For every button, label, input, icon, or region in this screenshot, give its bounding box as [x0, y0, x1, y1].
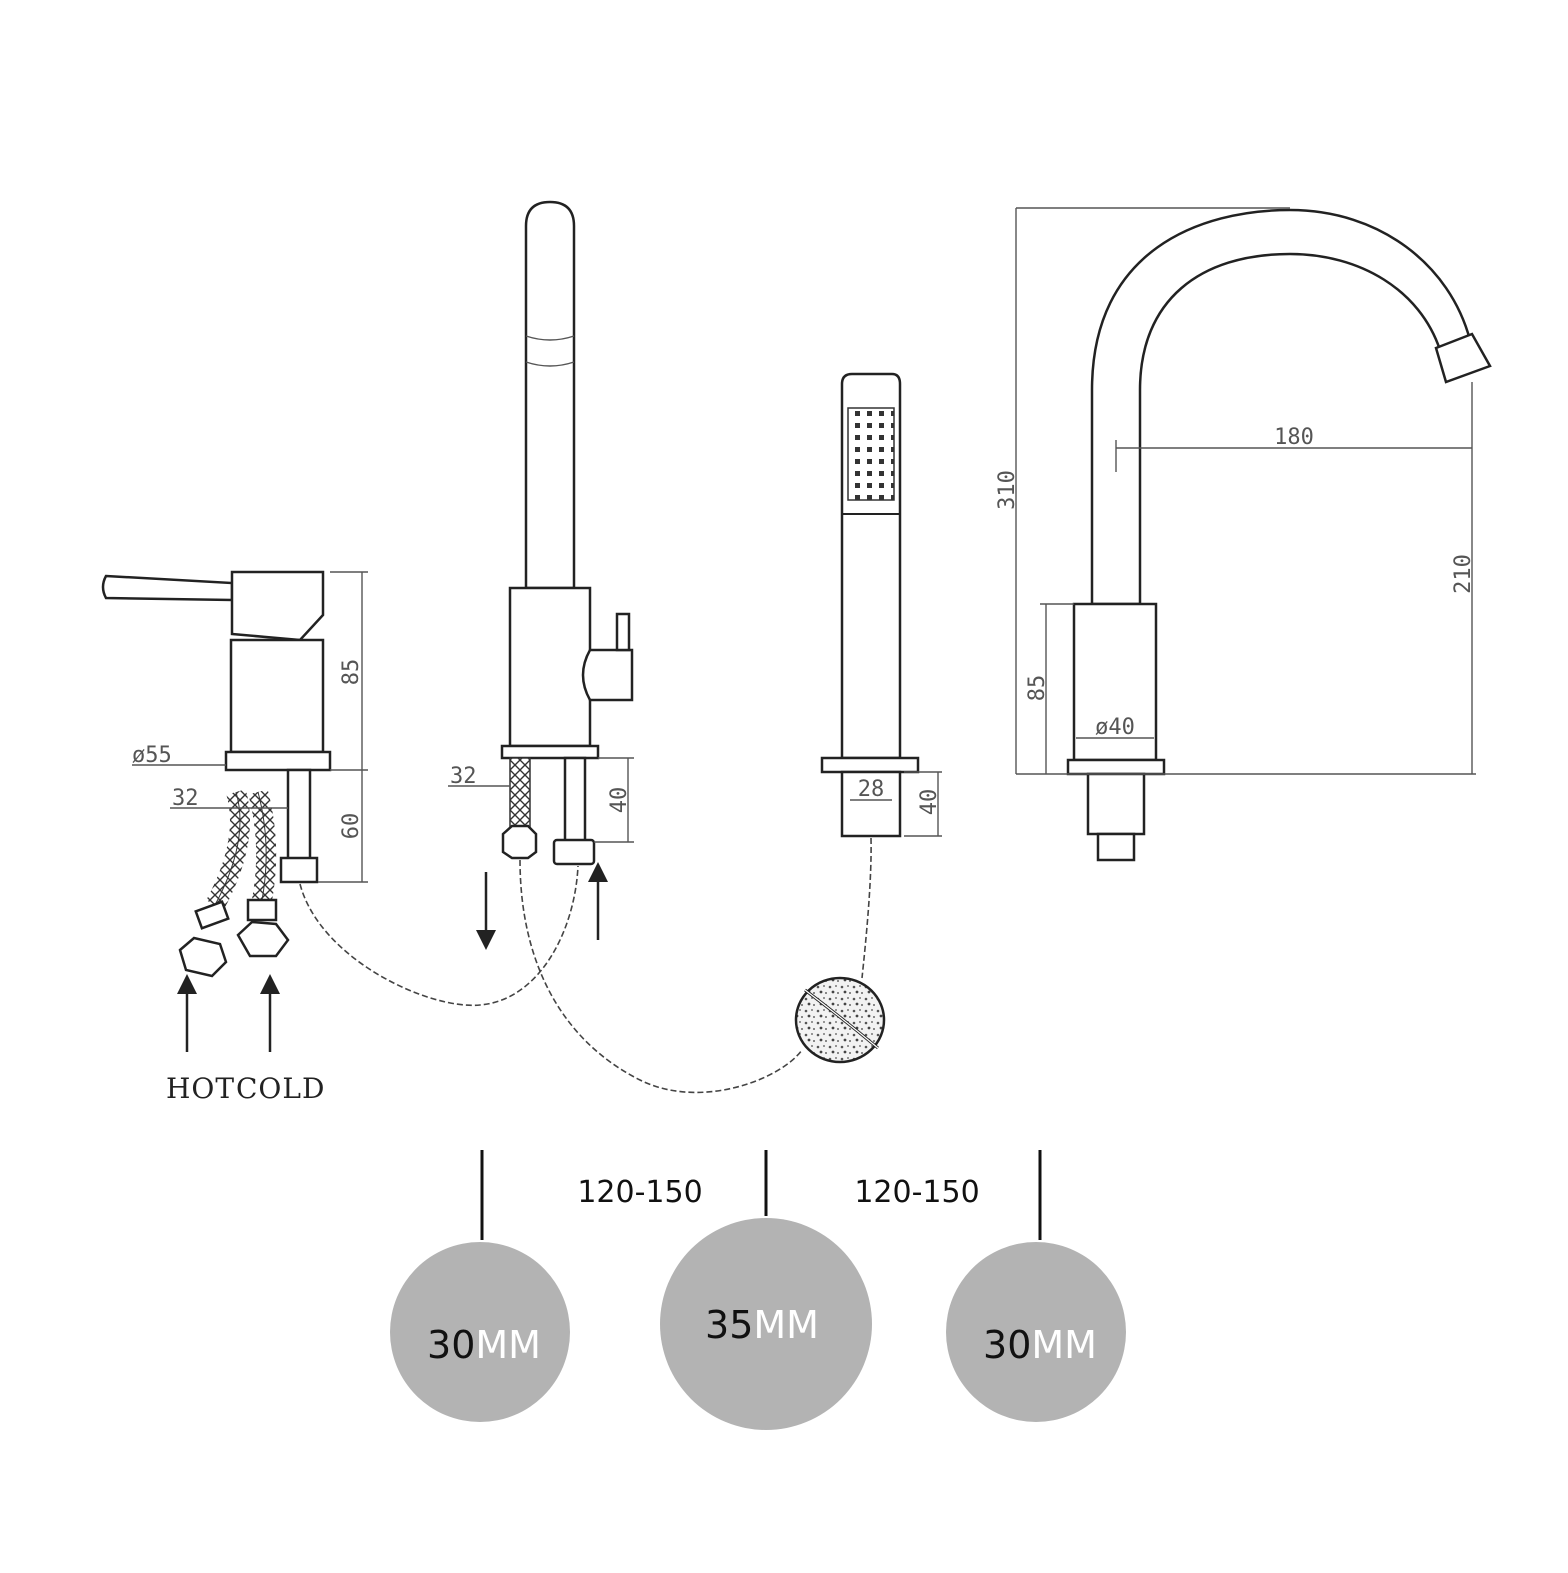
diverter-offset-label: 32 [450, 764, 477, 789]
handshower-tail [840, 770, 902, 838]
hole-1-unit: MM [475, 1323, 541, 1367]
cold-hose-nut [236, 898, 290, 958]
spout-outlet-height-label: 210 [1451, 554, 1476, 594]
mixer-tail-label: 60 [339, 813, 364, 840]
hot-hose-nut [178, 900, 230, 978]
spout-body-height-label: 85 [1025, 675, 1050, 702]
mixer-base [224, 750, 332, 772]
spout-total-height-label: 310 [995, 470, 1020, 510]
hole-1-label: 30MM [427, 1323, 541, 1367]
hole-2-label: 35MM [705, 1303, 819, 1347]
diverter-tail-nut-right [552, 838, 596, 866]
mixer-tap: HOT COLD 85 60 ø55 32 [101, 570, 368, 1105]
mixer-head [230, 570, 325, 642]
mixer-body [229, 638, 325, 754]
diverter-pin [615, 612, 631, 652]
hole-2-circle [660, 1218, 872, 1430]
hole-1-circle [390, 1242, 570, 1422]
mixer-lever [101, 574, 234, 602]
hot-hose-edge [214, 791, 241, 906]
mixer-offset-label: 32 [172, 786, 199, 811]
spout-base [1066, 758, 1166, 776]
diverter-valve: 32 40 [448, 200, 634, 950]
diverter-body [508, 586, 592, 748]
handshower-tail-label: 40 [917, 789, 942, 816]
hole-2-size: 35 [705, 1303, 753, 1347]
spout-diameter-label: ø40 [1095, 715, 1135, 740]
diverter-knob [581, 648, 634, 702]
diverter-tail-nut-left [501, 824, 538, 860]
handshower-width-label: 28 [858, 777, 885, 802]
diverter-braided-tail [509, 757, 531, 835]
cold-hose-edge [257, 791, 267, 901]
hot-label: HOT [166, 1072, 235, 1105]
hole-3-label: 30MM [983, 1323, 1097, 1367]
handshower-nozzle-grid [847, 407, 895, 501]
spout-tail [1086, 772, 1146, 836]
spout-outlet [1434, 332, 1492, 384]
hot-hose [206, 789, 250, 910]
diverter-tail-label: 40 [607, 787, 632, 814]
hole-3-unit: MM [1031, 1323, 1097, 1367]
shower-hose-drop [861, 837, 872, 979]
bath-spout: 310 85 210 180 ø40 [995, 207, 1492, 862]
mixer-to-diverter-hose [299, 865, 579, 1007]
hole-3-size: 30 [983, 1323, 1031, 1367]
hole-spacing-2-label: 120-150 [854, 1175, 979, 1210]
mixer-height-label: 85 [339, 659, 364, 686]
spout-tail-end [1096, 832, 1136, 862]
diverter-to-shower-hose [519, 859, 803, 1094]
spout-neck [1090, 208, 1472, 606]
cold-label: COLD [236, 1072, 325, 1105]
hole-3-circle [946, 1242, 1126, 1422]
hole-2-unit: MM [753, 1303, 819, 1347]
diverter-base [500, 744, 600, 760]
hose-counterweight [794, 976, 886, 1064]
hand-shower: 28 40 [794, 372, 942, 1064]
installation-holes: 120-150 120-150 30MM 35MM 30MM [390, 1150, 1126, 1430]
diverter-tail-right [563, 756, 587, 844]
diverter-pillar-ring [525, 335, 575, 367]
mixer-tail-nut [279, 856, 319, 884]
handshower-holder [820, 756, 920, 774]
hole-spacing-1-label: 120-150 [577, 1175, 702, 1210]
mixer-tail [286, 768, 312, 867]
mixer-diameter-label: ø55 [132, 743, 172, 768]
hole-1-size: 30 [427, 1323, 475, 1367]
spout-reach-label: 180 [1274, 425, 1314, 450]
diverter-pillar [524, 200, 576, 590]
